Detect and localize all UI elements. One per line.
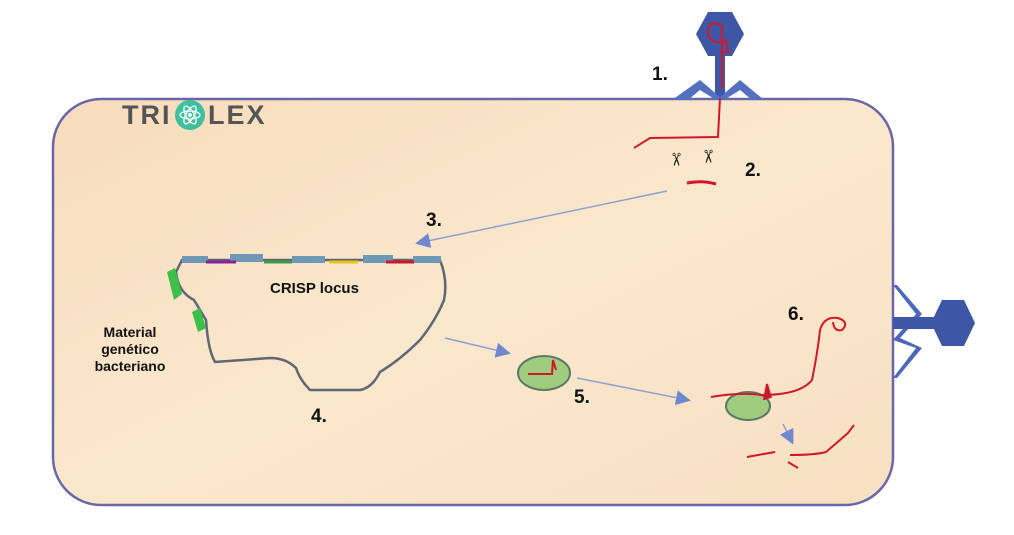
- cas-complex-bound: [710, 316, 847, 421]
- viral-dna-injected: [633, 97, 721, 149]
- crisp-locus-label: CRISP locus: [270, 280, 359, 297]
- svg-text:Material: Material: [104, 324, 157, 340]
- svg-text:TRI: TRI: [122, 100, 172, 130]
- arrow-cleavage: [779, 423, 794, 445]
- bacterial-dna: [174, 258, 447, 392]
- step-1-label: 1.: [652, 64, 668, 85]
- cas-gene: [192, 308, 206, 332]
- cas-complex: [517, 355, 571, 391]
- step-5-label: 5.: [574, 387, 590, 408]
- svg-text:genético: genético: [101, 341, 159, 357]
- crispr-array: [182, 254, 441, 264]
- arrow-step5: [576, 377, 691, 406]
- bacterial-cell: [51, 97, 895, 507]
- bacteriophage-top: [672, 12, 764, 100]
- svg-text:bacteriano: bacteriano: [95, 358, 166, 374]
- step-4-label: 4.: [311, 406, 327, 427]
- trialex-logo: TRI LEX: [122, 100, 267, 130]
- scissors-icon: ✂: [666, 152, 686, 167]
- svg-text:LEX: LEX: [208, 100, 267, 130]
- arrow-step3: [415, 190, 668, 248]
- step-2-label: 2.: [745, 160, 761, 181]
- viral-dna-fragment: [686, 180, 717, 186]
- step-6-label: 6.: [788, 304, 804, 325]
- cleaved-viral-dna: [746, 424, 855, 469]
- cas-gene: [167, 268, 182, 300]
- arrow-to-complex: [444, 337, 511, 358]
- scissors-icon: ✂: [698, 149, 718, 164]
- genetic-material-label: Material genético bacteriano: [95, 324, 166, 374]
- bacteriophage-right: [893, 285, 975, 378]
- step-3-label: 3.: [426, 210, 442, 231]
